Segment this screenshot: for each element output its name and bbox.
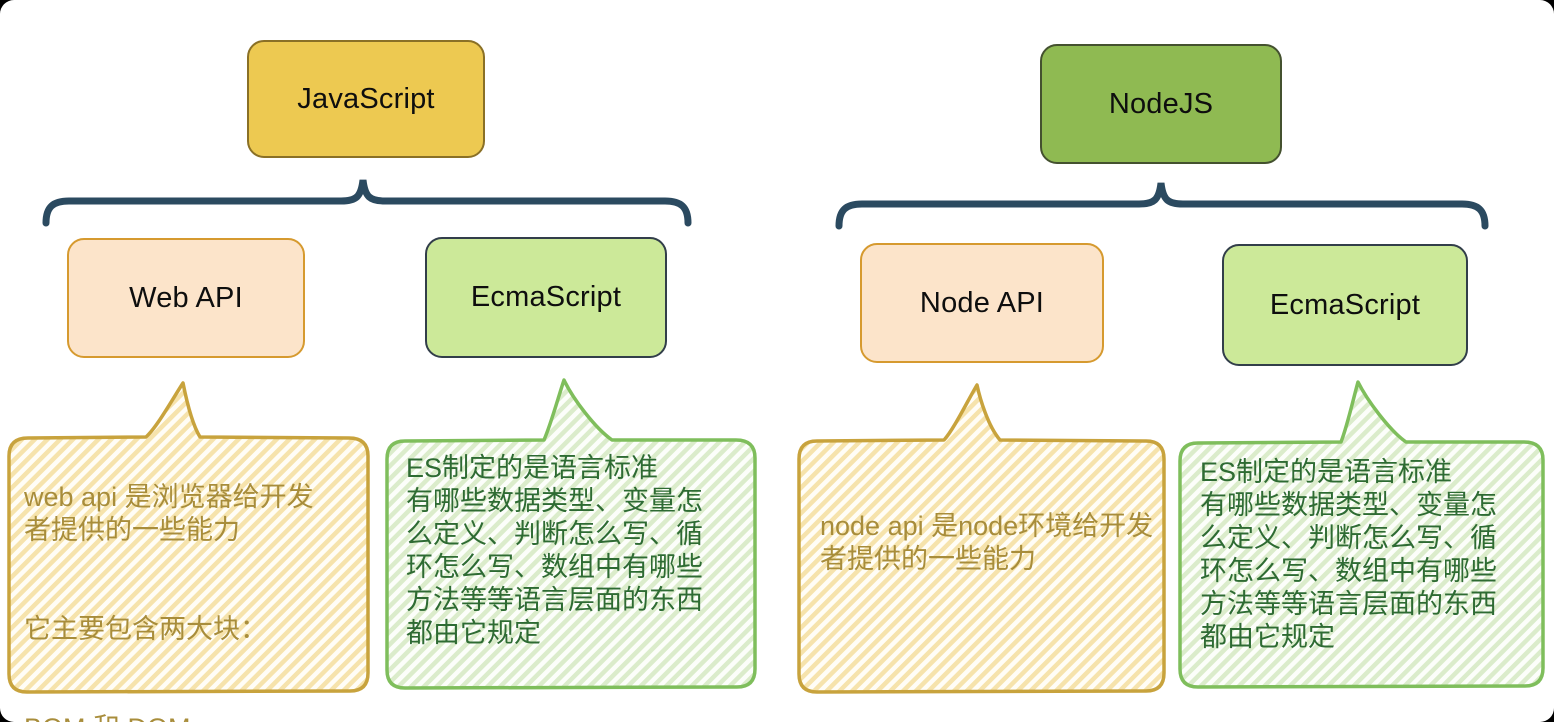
speech-bubble-ecmascript-right — [1178, 380, 1545, 689]
node-node-api: Node API — [860, 243, 1104, 363]
node-web-api: Web API — [67, 238, 305, 358]
speech-bubble-node-api — [797, 383, 1166, 694]
note-web-api-paragraph: BOM 和 DOM — [24, 712, 338, 722]
brace-right — [835, 182, 1489, 230]
note-web-api-paragraph: web api 是浏览器给开发者提供的一些能力 — [24, 482, 314, 545]
node-javascript: JavaScript — [247, 40, 485, 158]
note-node-api: node api 是node环境给开发者提供的一些能力 — [820, 511, 1154, 574]
speech-bubble-ecmascript-left — [385, 378, 757, 690]
node-javascript-label: JavaScript — [297, 82, 435, 115]
node-ecmascript-right: EcmaScript — [1222, 244, 1468, 366]
note-web-api-paragraph: 它主要包含两大块： — [24, 614, 267, 644]
brace-left — [42, 179, 692, 227]
speech-bubble-web-api — [7, 381, 370, 694]
note-ecmascript-left: ES制定的是语言标准 有哪些数据类型、变量怎么定义、判断怎么写、循环怎么写、数组… — [406, 453, 703, 648]
note-ecmascript-right: ES制定的是语言标准 有哪些数据类型、变量怎么定义、判断怎么写、循环怎么写、数组… — [1200, 457, 1497, 652]
node-node-api-label: Node API — [919, 286, 1045, 319]
node-nodejs: NodeJS — [1040, 44, 1282, 164]
node-ecmascript-left-label: EcmaScript — [470, 281, 622, 313]
note-web-api: web api 是浏览器给开发者提供的一些能力 它主要包含两大块： BOM 和 … — [24, 448, 338, 722]
node-ecmascript-left: EcmaScript — [425, 237, 667, 358]
node-nodejs-label: NodeJS — [1108, 87, 1214, 120]
node-web-api-label: Web API — [129, 281, 243, 314]
node-ecmascript-right-label: EcmaScript — [1269, 288, 1421, 321]
